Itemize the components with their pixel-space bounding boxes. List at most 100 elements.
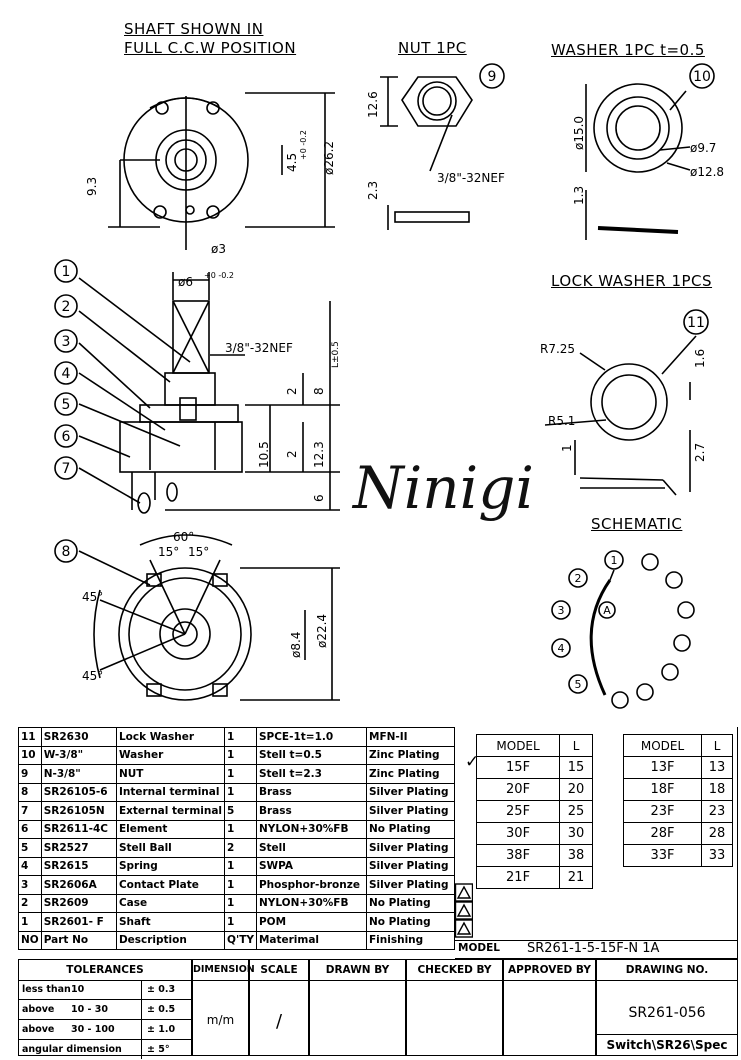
bom-cell-part: SR26105-6 <box>40 782 117 802</box>
tolerance-cell: ± 0.3 <box>147 984 176 995</box>
scale-block: SCALE / <box>249 959 309 1056</box>
bom-cell-mat: SPCE-1t=1.0 <box>255 727 368 747</box>
bom-head-no: NO <box>18 930 42 950</box>
bom-cell-mat: Phosphor-bronze <box>255 875 368 895</box>
model-length: 15 <box>559 756 593 779</box>
bottom-dim-45b: 45° <box>82 669 103 683</box>
bom-cell-fin: Zinc Plating <box>366 764 455 784</box>
side-dim-10-5: 10.5 <box>257 441 271 468</box>
tolerance-cell: 10 - 30 <box>71 1004 108 1015</box>
bom-cell-desc: External terminal <box>115 801 226 821</box>
tolerance-divider <box>141 1020 142 1039</box>
callout-8: 8 <box>62 544 71 560</box>
bom-cell-part: W-3/8" <box>40 745 117 765</box>
bottom-dim-15a: 15° <box>158 545 179 559</box>
lock-washer-drawing <box>544 335 697 496</box>
model-head-model: MODEL <box>622 734 703 757</box>
shaft-view-title-1: SHAFT SHOWN IN <box>124 20 264 38</box>
callout-9: 9 <box>488 69 497 85</box>
bom-cell-no: 9 <box>18 764 42 784</box>
bom-cell-mat: NYLON+30%FB <box>255 819 368 839</box>
model-head-l: L <box>559 734 593 757</box>
model-length: 38 <box>559 844 593 867</box>
shaft-dim-thread: 3/8"-32NEF <box>225 341 293 355</box>
tolerance-cell: above <box>22 1024 55 1035</box>
bom-cell-fin: Silver Plating <box>366 856 455 876</box>
bottom-dim-45a: 45° <box>82 590 103 604</box>
nut-dim-2-3: 2.3 <box>366 181 380 200</box>
side-dim-2a: 2 <box>285 387 299 395</box>
revision-marks <box>455 883 473 938</box>
bom-cell-desc: Washer <box>115 745 226 765</box>
tolerance-cell: ± 0.5 <box>147 1004 176 1015</box>
model-length: 21 <box>559 866 593 889</box>
drawing-no-value: SR261-056 <box>628 1005 706 1021</box>
bom-cell-qty: 1 <box>224 819 257 839</box>
checked-by-label: CHECKED BY <box>407 960 502 981</box>
lw-dim-1: 1 <box>560 444 574 452</box>
tolerance-cell: 10 <box>71 984 85 995</box>
schematic-label-5: 5 <box>575 678 582 691</box>
bom-head-desc: Description <box>115 930 226 950</box>
bottom-dim-d22-4: ø22.4 <box>315 614 329 648</box>
model-value: SR261-1-5-15F-N 1A <box>527 941 660 956</box>
model-name: 18F <box>622 778 703 801</box>
top-view-drawing <box>108 92 335 250</box>
bom-cell-no: 2 <box>18 893 42 913</box>
side-dim-8: 8 <box>312 387 326 395</box>
nut-dim-thread: 3/8"-32NEF <box>437 171 505 185</box>
technical-drawing: 1 2 3 4 5 6 7 8 9 10 11 1 2 3 4 5 A ø26.… <box>54 63 724 709</box>
bom-cell-fin: Silver Plating <box>366 782 455 802</box>
callout-7: 7 <box>62 461 71 477</box>
shaft-dim-d6: ø6 <box>178 275 193 289</box>
bom-cell-qty: 2 <box>224 838 257 858</box>
bom-cell-desc: Spring <box>115 856 226 876</box>
model-name: 38F <box>475 844 561 867</box>
drawing-no-block: DRAWING NO. SR261-056 Switch\SR26\Spec <box>596 959 738 1056</box>
tolerance-cell: ± 1.0 <box>147 1024 176 1035</box>
bom-cell-part: N-3/8" <box>40 764 117 784</box>
tolerance-cell: 30 - 100 <box>71 1024 115 1035</box>
bottom-dim-d8-4: ø8.4 <box>289 632 303 658</box>
model-name: 30F <box>475 822 561 845</box>
washer-dim-15: ø15.0 <box>572 116 586 150</box>
schematic-label-1: 1 <box>611 554 618 567</box>
tolerance-cell: angular dimension <box>22 1044 122 1055</box>
model-length: 20 <box>559 778 593 801</box>
washer-drawing <box>585 83 691 240</box>
model-name: 20F <box>475 778 561 801</box>
approved-by-block: APPROVED BY <box>503 959 596 1056</box>
bom-cell-part: SR2615 <box>40 856 117 876</box>
bom-cell-desc: Internal terminal <box>115 782 226 802</box>
bom-cell-no: 8 <box>18 782 42 802</box>
side-dim-6: 6 <box>312 494 326 502</box>
washer-title: WASHER 1PC t=0.5 <box>551 41 705 59</box>
model-length: 30 <box>559 822 593 845</box>
bom-cell-qty: 1 <box>224 764 257 784</box>
model-length: 13 <box>701 756 733 779</box>
bom-cell-qty: 1 <box>224 856 257 876</box>
schematic-labels: 1 2 3 4 5 A <box>558 554 618 691</box>
bom-cell-fin: Silver Plating <box>366 838 455 858</box>
bom-cell-part: SR2606A <box>40 875 117 895</box>
bom-cell-desc: Case <box>115 893 226 913</box>
lock-washer-title: LOCK WASHER 1PCS <box>551 272 713 290</box>
callout-1: 1 <box>62 264 71 280</box>
dim-d26-2: ø26.2 <box>322 141 336 175</box>
dim-9-3: 9.3 <box>85 177 99 196</box>
